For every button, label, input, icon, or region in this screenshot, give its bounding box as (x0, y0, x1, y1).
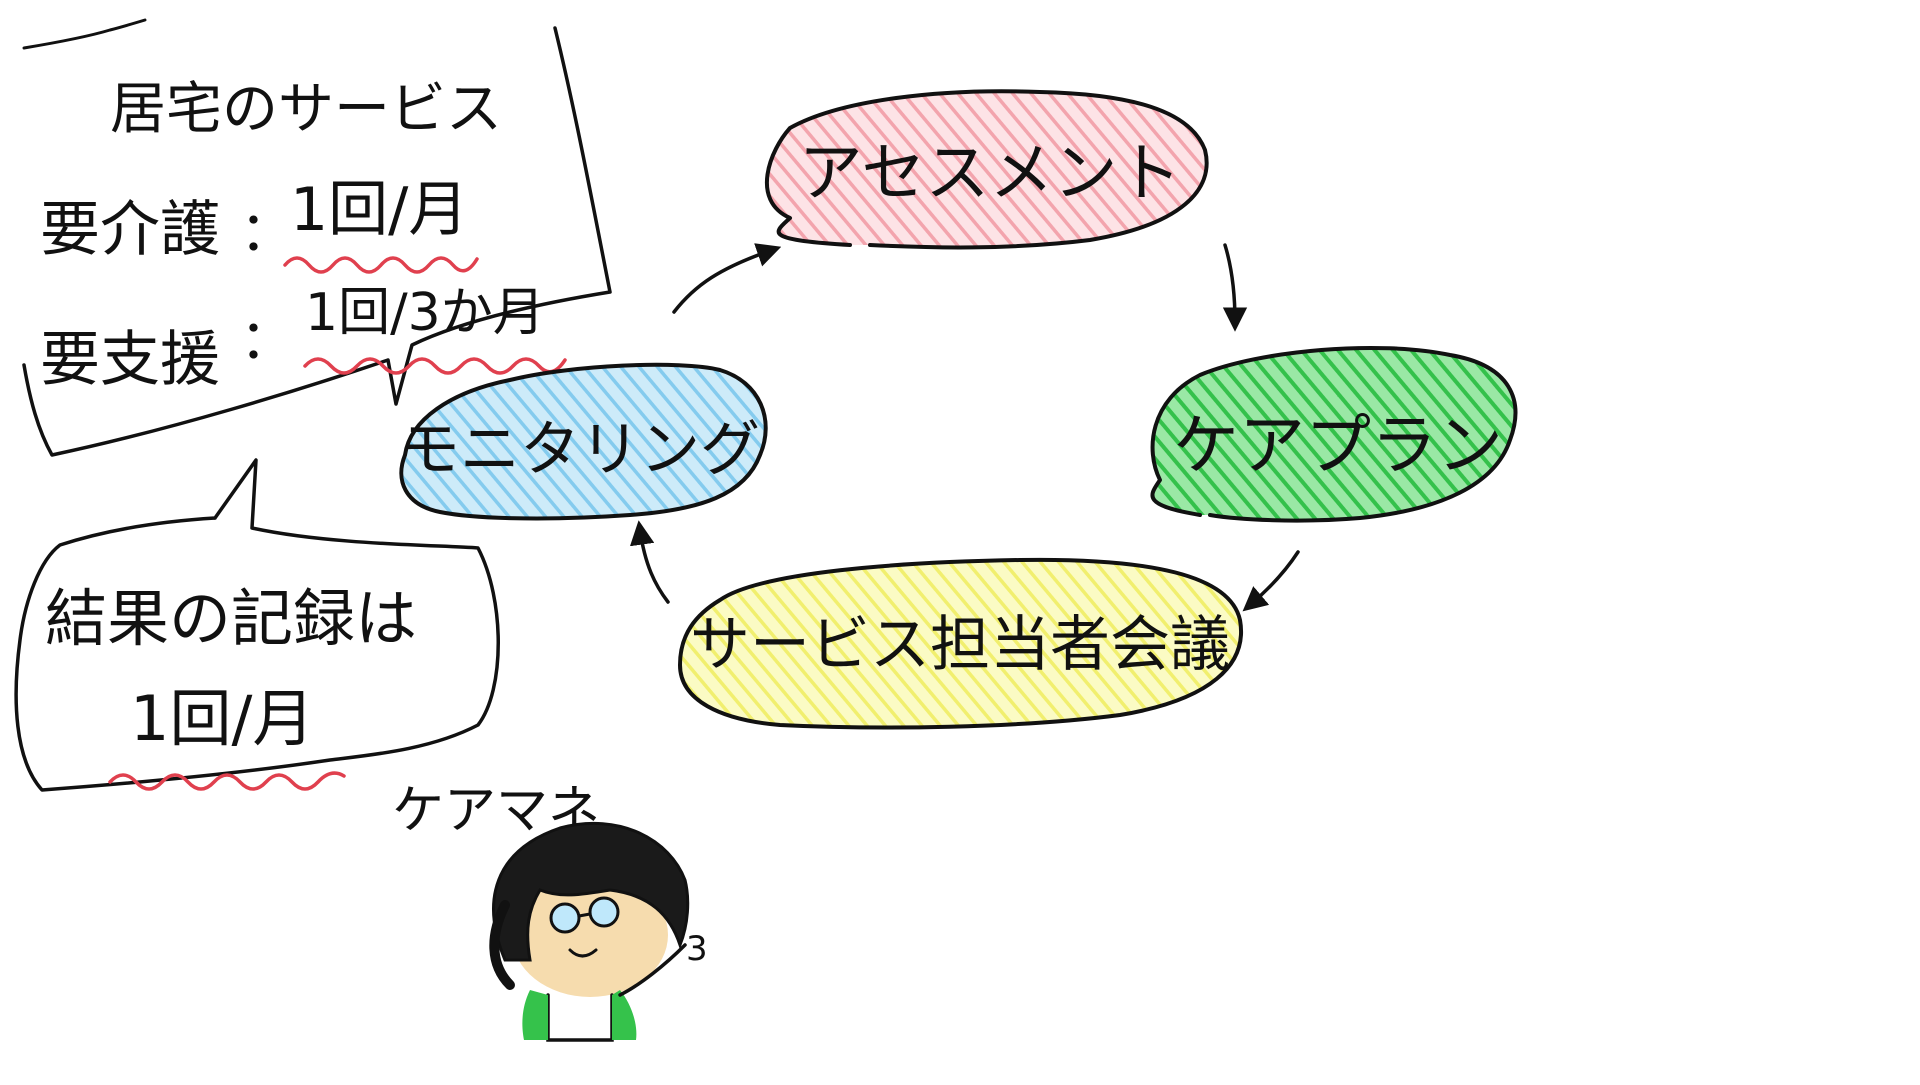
note-top-decoration (22, 18, 147, 50)
character-mark: 3 (686, 929, 708, 969)
note-top-row1-label: 要介護 (40, 195, 220, 265)
note-bottom-underline (108, 771, 346, 791)
arrow-monitoring-to-assessment (672, 243, 782, 314)
note-top-row2-value: 1回/3か月 (305, 283, 545, 343)
character-hair (492, 822, 690, 962)
note-top: 居宅のサービス 要介護 ： 1回/月 要支援 ： 1回/3か月 (22, 18, 612, 457)
note-top-row1-sep: ： (240, 200, 294, 263)
note-top-row1-underline (283, 256, 479, 274)
note-top-row2-label: 要支援 (40, 325, 220, 395)
character-shirt (522, 990, 637, 1040)
character-hair-side (489, 900, 515, 990)
node-meeting-shape (678, 557, 1244, 730)
note-bottom-line1: 結果の記録は (45, 582, 417, 655)
note-top-title: 居宅のサービス (110, 77, 502, 142)
arrow-assessment-to-care-plan (1222, 243, 1248, 332)
character-face (512, 873, 668, 997)
note-top-bubble (22, 26, 612, 457)
character-glasses-right (588, 896, 620, 928)
node-care-plan: ケアプラン (1150, 345, 1518, 523)
character-glasses-bridge (578, 912, 591, 918)
arrow-meeting-to-monitoring (629, 520, 670, 604)
character-glasses-left (549, 902, 581, 934)
note-top-row2-sep: ： (240, 308, 294, 371)
character-mouth (568, 948, 598, 958)
node-assessment-shape (764, 89, 1209, 250)
node-assessment-label: アセスメント (799, 137, 1182, 211)
node-monitoring-label: モニタリング (400, 415, 760, 485)
care-manager-character: ケアマネ 3 (392, 781, 708, 1042)
character-body (546, 993, 614, 1042)
node-meeting-label: サービス担当者会議 (690, 610, 1230, 680)
note-top-row2-underline (303, 357, 567, 375)
arrow-care-plan-to-meeting (1242, 550, 1300, 612)
note-bottom-line2: 1回/月 (130, 682, 314, 755)
note-bottom-bubble (14, 458, 500, 792)
character-arm (618, 943, 687, 997)
node-assessment: アセスメント (764, 89, 1209, 250)
node-care-plan-label: ケアプラン (1173, 407, 1503, 484)
note-bottom: 結果の記録は 1回/月 (14, 458, 500, 792)
node-meeting: サービス担当者会議 (678, 557, 1244, 730)
node-care-plan-shape (1150, 345, 1518, 523)
node-monitoring-shape (399, 362, 768, 521)
node-monitoring: モニタリング (399, 362, 768, 521)
note-top-row1-value: 1回/月 (290, 175, 468, 245)
